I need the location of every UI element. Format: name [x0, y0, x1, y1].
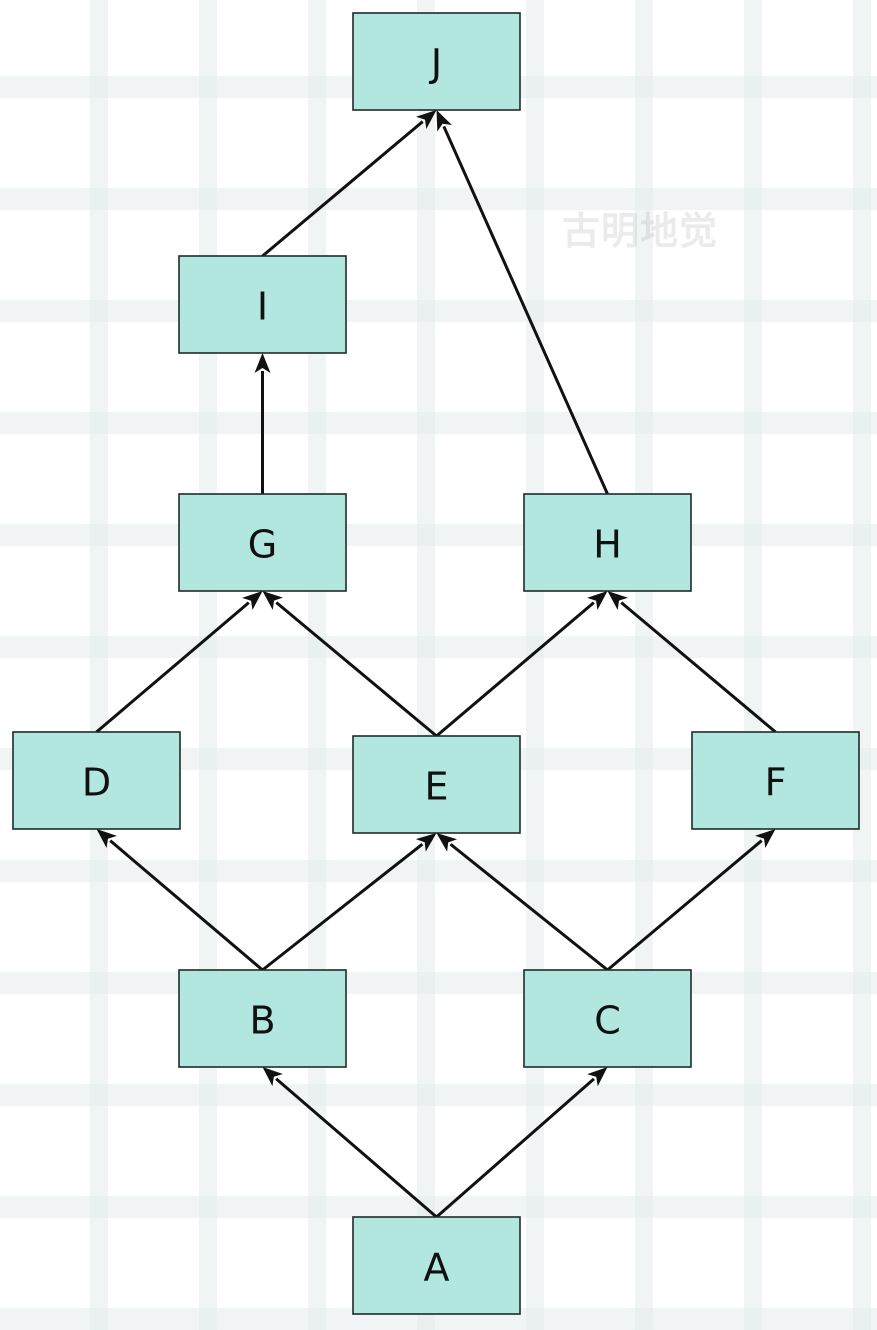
edge-e-to-h [435, 591, 608, 738]
node-f: F [691, 731, 860, 830]
node-box [523, 493, 692, 592]
arrowhead-icon [254, 353, 271, 373]
edge-d-to-g [95, 591, 263, 734]
node-box [352, 1216, 521, 1315]
edge-c-to-e [436, 833, 609, 972]
node-label: I [257, 285, 268, 329]
edge-f-to-h [607, 591, 777, 734]
edge-line [435, 1077, 595, 1219]
node-i: I [178, 255, 347, 354]
node-e: E [352, 735, 521, 834]
arrowhead-icon [416, 110, 437, 129]
node-label: C [594, 999, 621, 1043]
edge-line [261, 120, 424, 258]
arrowhead-icon [436, 833, 458, 852]
edges-layer [95, 110, 777, 1219]
arrowhead-icon [262, 591, 283, 610]
watermark: 古明地觉 [562, 209, 719, 253]
nodes-layer: J I G H D E F B C A [12, 12, 860, 1315]
edge-line [442, 125, 609, 495]
node-label: H [593, 523, 622, 567]
edge-h-to-j [436, 110, 609, 495]
edge-line [620, 601, 777, 734]
node-box [352, 735, 521, 834]
node-box [523, 969, 692, 1068]
arrowhead-icon [96, 829, 117, 849]
edge-a-to-c [435, 1067, 608, 1219]
node-label: B [249, 999, 275, 1043]
node-box [178, 969, 347, 1068]
edge-line [435, 601, 595, 738]
node-c: C [523, 969, 692, 1068]
node-g: G [178, 493, 347, 592]
node-j: J [352, 12, 521, 111]
node-box [12, 731, 181, 830]
node-label: F [765, 761, 787, 805]
arrowhead-icon [755, 829, 776, 848]
node-h: H [523, 493, 692, 592]
edge-c-to-f [606, 829, 776, 972]
edge-line [95, 601, 250, 734]
node-box [178, 255, 347, 354]
edge-line [109, 839, 264, 972]
arrowhead-icon [262, 1067, 283, 1087]
node-label: E [424, 765, 448, 809]
edge-i-to-j [261, 110, 437, 258]
node-box [691, 731, 860, 830]
arrowhead-icon [587, 1067, 608, 1087]
edge-e-to-g [262, 591, 438, 738]
node-box [178, 493, 347, 592]
edge-b-to-e [261, 833, 437, 972]
edge-line [275, 1077, 438, 1219]
node-d: D [12, 731, 181, 830]
node-label: A [424, 1246, 450, 1290]
arrowhead-icon [607, 591, 628, 610]
edge-line [261, 842, 424, 972]
edge-line [449, 843, 609, 972]
edge-b-to-d [96, 829, 264, 972]
arrowhead-icon [415, 833, 437, 852]
arrowhead-icon [436, 110, 452, 132]
node-box [352, 12, 521, 111]
node-a: A [352, 1216, 521, 1315]
edge-g-to-i [254, 353, 271, 494]
arrowhead-icon [587, 591, 608, 611]
edge-line [606, 839, 763, 972]
node-label: J [429, 42, 442, 86]
edge-line [275, 601, 438, 738]
node-label: G [248, 523, 277, 567]
edge-a-to-b [262, 1067, 438, 1219]
node-label: D [82, 761, 111, 805]
arrowhead-icon [242, 591, 263, 611]
node-b: B [178, 969, 347, 1068]
